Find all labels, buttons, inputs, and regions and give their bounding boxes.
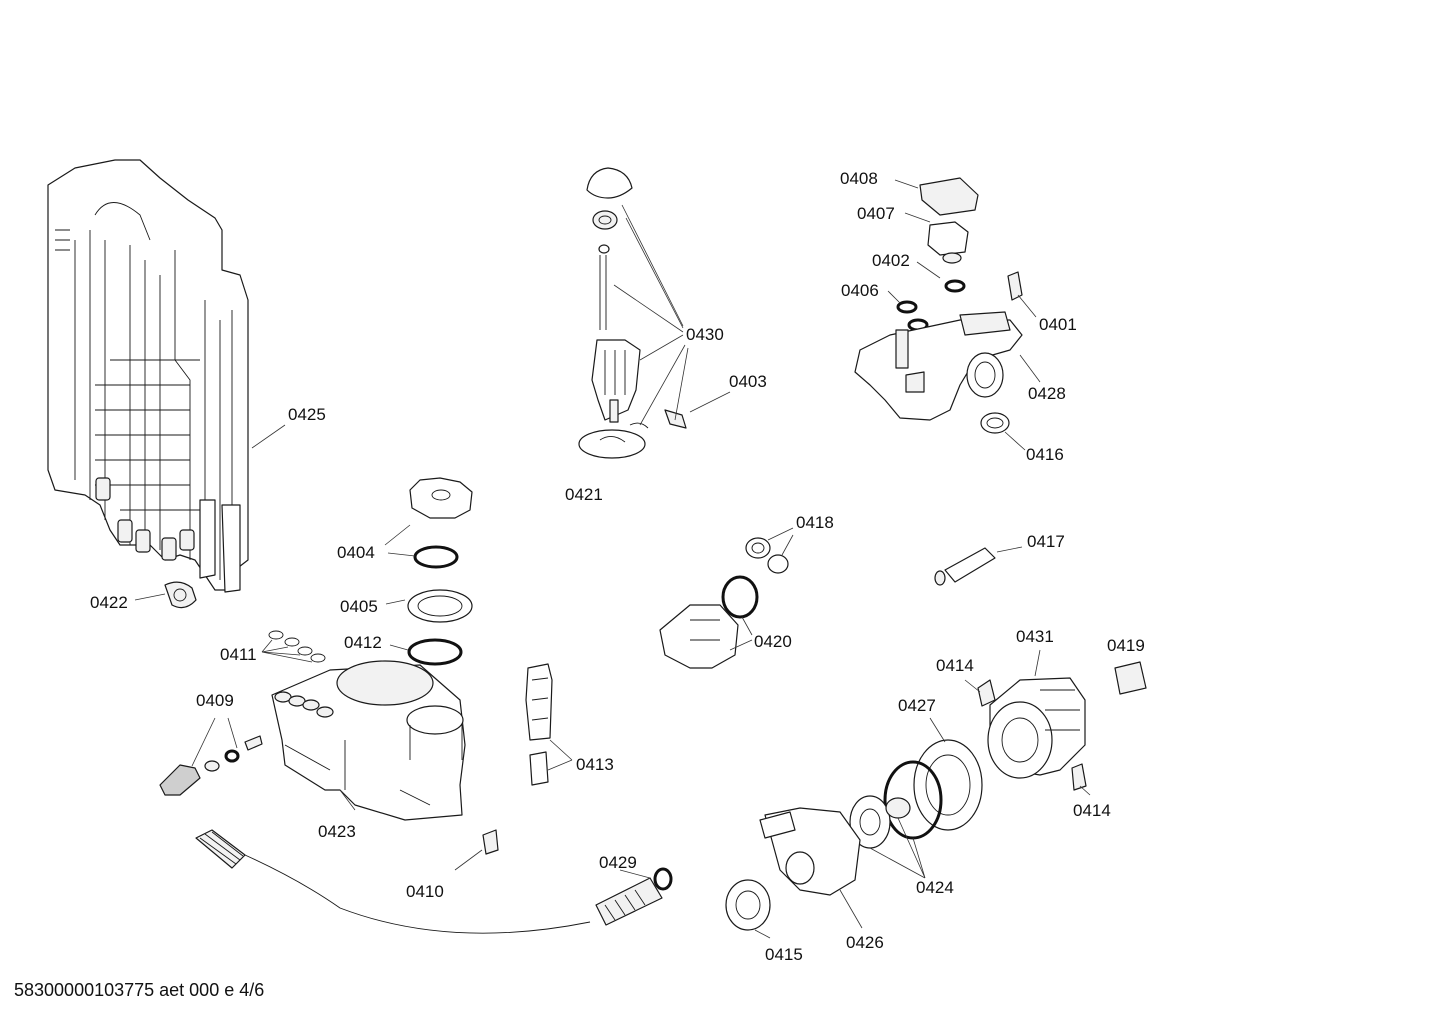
diverter-valve-group [854, 177, 1023, 434]
callout-0407: 0407 [857, 204, 895, 223]
callout-0408: 0408 [840, 169, 878, 188]
heat-exchanger-part [47, 159, 249, 593]
float-assembly-part [586, 167, 649, 429]
callout-0429: 0429 [599, 853, 637, 872]
softener-housing-part [271, 660, 466, 821]
callout-0417: 0417 [1027, 532, 1065, 551]
leader-lines [134, 179, 1091, 939]
callout-0428: 0428 [1028, 384, 1066, 403]
pump-motor-part [987, 677, 1086, 779]
sensor-part [159, 735, 263, 796]
callout-0415: 0415 [765, 945, 803, 964]
callout-0405: 0405 [340, 597, 378, 616]
shaft-part [934, 547, 996, 586]
callout-0418: 0418 [796, 513, 834, 532]
callout-0404: 0404 [337, 543, 375, 562]
callout-0425: 0425 [288, 405, 326, 424]
callout-0410: 0410 [406, 882, 444, 901]
callout-0424: 0424 [916, 878, 954, 897]
callout-0414-bottom: 0414 [1073, 801, 1111, 820]
callout-0420: 0420 [754, 632, 792, 651]
callout-0419: 0419 [1107, 636, 1145, 655]
callout-0422: 0422 [90, 593, 128, 612]
callout-0426: 0426 [846, 933, 884, 952]
callout-0430: 0430 [686, 325, 724, 344]
callout-0416: 0416 [1026, 445, 1064, 464]
salt-container-cap-group [407, 477, 473, 666]
callout-0431: 0431 [1016, 627, 1054, 646]
callout-0401: 0401 [1039, 315, 1077, 334]
hose-clamp-part [164, 581, 197, 609]
base-disc-part [578, 429, 646, 459]
callout-0412: 0412 [344, 633, 382, 652]
callout-0406: 0406 [841, 281, 879, 300]
pump-housing-group [725, 739, 983, 931]
drain-hose-part [195, 829, 673, 934]
document-reference-footer: 58300000103775 aet 000 e 4/6 [14, 980, 265, 1000]
callout-0427: 0427 [898, 696, 936, 715]
callout-0411: 0411 [220, 645, 257, 664]
motor-clips-part [977, 679, 1087, 791]
pump-fitting-group [659, 537, 789, 669]
o-ring-set-part [268, 630, 326, 663]
callout-0423: 0423 [318, 822, 356, 841]
callout-0409: 0409 [196, 691, 234, 710]
callout-0421: 0421 [565, 485, 603, 504]
callout-0402: 0402 [872, 251, 910, 270]
level-sensor-part [525, 663, 553, 786]
callout-0413: 0413 [576, 755, 614, 774]
callout-0403: 0403 [729, 372, 767, 391]
callout-0414-top: 0414 [936, 656, 974, 675]
motor-connector-part [1114, 661, 1147, 695]
callout-labels: 0425 0422 0430 0403 0421 0408 0407 0402 … [90, 169, 1145, 964]
clip-part [482, 829, 499, 855]
